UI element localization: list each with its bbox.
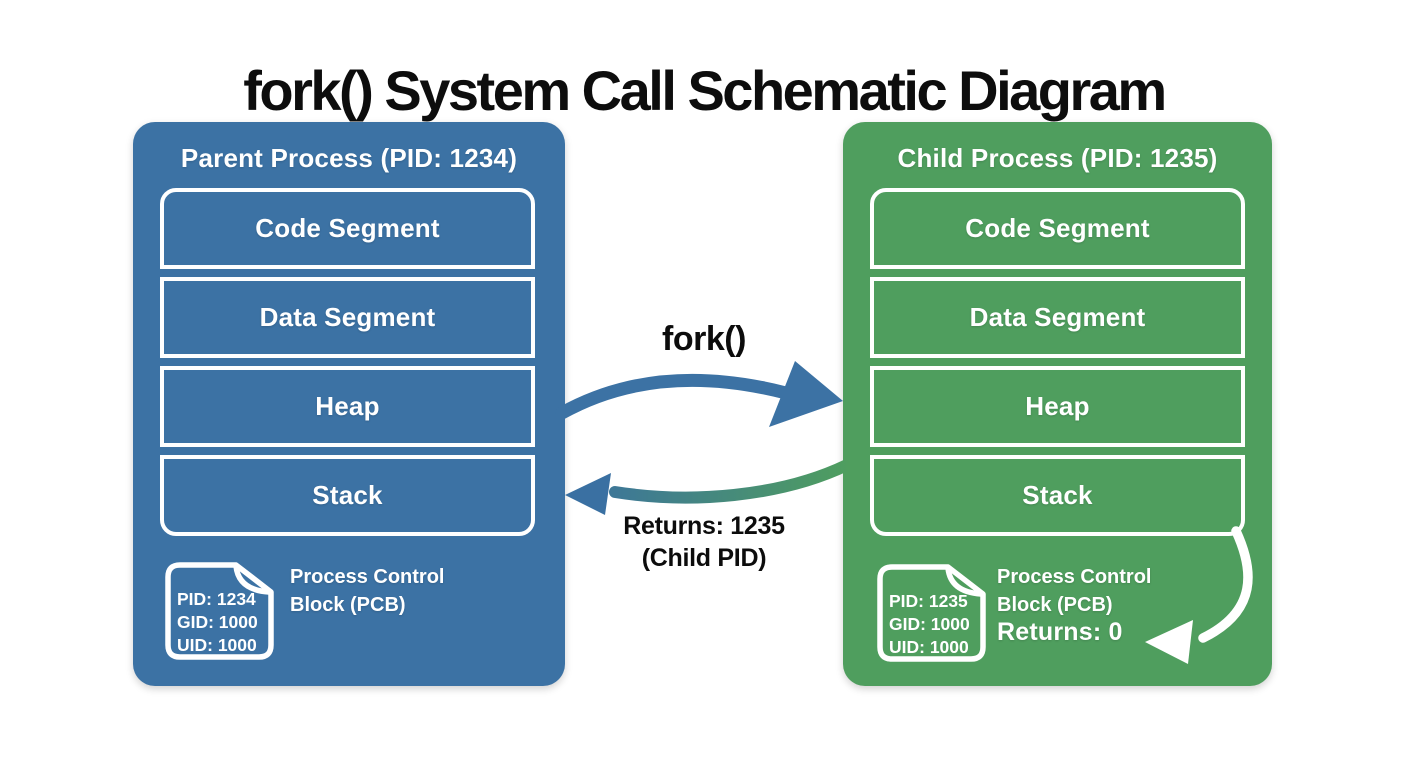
- parent-process-box: Parent Process (PID: 1234) Code Segment …: [133, 122, 565, 686]
- parent-pcb-gid: GID: 1000: [177, 612, 258, 632]
- parent-pcb-pid: PID: 1234: [177, 589, 256, 609]
- child-pcb-values: PID: 1235 GID: 1000 UID: 1000: [889, 590, 970, 659]
- parent-process-header: Parent Process (PID: 1234): [180, 143, 518, 173]
- child-process-box: Child Process (PID: 1235) Code Segment D…: [843, 122, 1272, 686]
- return-value-line2: (Child PID): [641, 544, 767, 572]
- document-icon: [165, 562, 274, 660]
- parent-pcb-uid: UID: 1000: [177, 635, 257, 655]
- return-value-line1: Returns: 1235: [623, 512, 785, 540]
- child-process-header: Child Process (PID: 1235): [897, 143, 1218, 173]
- child-returns-value: Returns: 0: [997, 618, 1123, 646]
- parent-pcb-label: Process Control Block (PCB): [290, 566, 445, 616]
- page-title: fork() System Call Schematic Diagram: [243, 58, 1167, 122]
- fork-arrow-icon: [555, 361, 843, 427]
- child-pcb-gid: GID: 1000: [889, 614, 970, 634]
- child-pcb-pid: PID: 1235: [889, 591, 968, 611]
- return-arrow-icon: [565, 459, 853, 515]
- parent-pcb-values: PID: 1234 GID: 1000 UID: 1000: [177, 588, 258, 657]
- child-code-segment: Code Segment: [870, 188, 1245, 269]
- child-data-segment: Data Segment: [870, 277, 1245, 358]
- child-heap-segment: Heap: [870, 366, 1245, 447]
- parent-stack-segment: Stack: [160, 455, 535, 536]
- parent-heap-segment: Heap: [160, 366, 535, 447]
- child-stack-segment: Stack: [870, 455, 1245, 536]
- child-pcb-label: Process Control Block (PCB): [997, 566, 1152, 616]
- child-memory-segments: Code Segment Data Segment Heap Stack: [870, 188, 1245, 536]
- return-value-label: Returns: 1235 (Child PID): [545, 510, 863, 574]
- child-pcb-uid: UID: 1000: [889, 637, 969, 657]
- parent-data-segment: Data Segment: [160, 277, 535, 358]
- parent-memory-segments: Code Segment Data Segment Heap Stack: [160, 188, 535, 536]
- document-icon: [877, 564, 986, 662]
- parent-code-segment: Code Segment: [160, 188, 535, 269]
- fork-call-label: fork(): [662, 320, 746, 358]
